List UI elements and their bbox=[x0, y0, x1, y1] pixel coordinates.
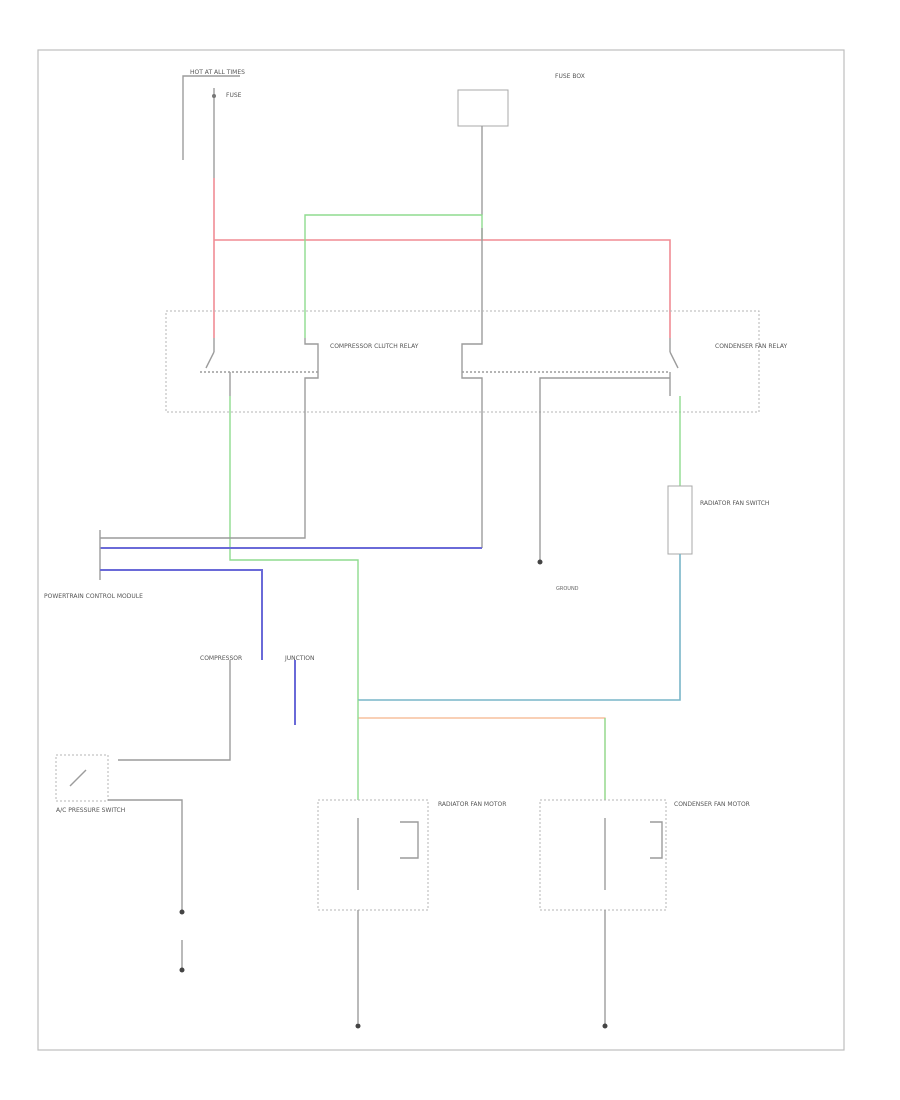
label-radiator-fan-switch: RADIATOR FAN SWITCH bbox=[700, 500, 769, 507]
green-wire-left-drop bbox=[229, 396, 359, 700]
gray-wire-left-drop bbox=[100, 396, 306, 539]
orange-wire bbox=[358, 717, 606, 800]
label-compressor-clutch-relay: COMPRESSOR CLUTCH RELAY bbox=[330, 343, 419, 350]
condenser-fan-motor: CONDENSER FAN MOTOR bbox=[539, 799, 750, 1029]
ground-symbol-right-bottom-icon bbox=[602, 1023, 608, 1029]
fuse-box-top: FUSE BOX bbox=[457, 73, 585, 215]
condenser-fan-relay: CONDENSER FAN RELAY bbox=[461, 338, 787, 396]
label-ac-pressure-switch: A/C PRESSURE SWITCH bbox=[56, 807, 125, 814]
ground-symbol-center-bottom-icon bbox=[355, 1023, 361, 1029]
label-pcm: POWERTRAIN CONTROL MODULE bbox=[44, 593, 143, 600]
radiator-fan-switch: RADIATOR FAN SWITCH bbox=[667, 396, 769, 555]
powertrain-control-module: POWERTRAIN CONTROL MODULE bbox=[44, 530, 263, 660]
ac-pressure-switch: A/C PRESSURE SWITCH bbox=[55, 754, 185, 973]
red-wire-bus bbox=[214, 239, 671, 338]
cyan-wire bbox=[358, 554, 681, 701]
hot-at-all-times-bracket: HOT AT ALL TIMES FUSE bbox=[182, 69, 245, 178]
label-junction: JUNCTION bbox=[284, 655, 314, 662]
label-ground: GROUND bbox=[556, 586, 579, 592]
label-fuse-top: FUSE bbox=[226, 92, 242, 99]
relay-box-outline bbox=[165, 310, 760, 413]
ground-symbol-center-icon bbox=[537, 559, 543, 565]
label-compressor: COMPRESSOR bbox=[200, 655, 242, 662]
label-radiator-fan-motor: RADIATOR FAN MOTOR bbox=[438, 801, 506, 808]
label-fuse-box: FUSE BOX bbox=[555, 73, 585, 80]
green-wire-top bbox=[304, 214, 483, 338]
label-condenser-fan-relay: CONDENSER FAN RELAY bbox=[715, 343, 787, 350]
radiator-fan-motor: RADIATOR FAN MOTOR bbox=[317, 799, 506, 1029]
diagram-frame bbox=[37, 49, 845, 1051]
compressor-clutch-relay: COMPRESSOR CLUTCH RELAY bbox=[200, 338, 419, 396]
ground-symbol-left-bottom-icon bbox=[179, 967, 185, 973]
compressor-junction: JUNCTION COMPRESSOR bbox=[118, 655, 314, 761]
label-condenser-fan-motor: CONDENSER FAN MOTOR bbox=[674, 801, 750, 808]
ground-symbol-left-top-icon bbox=[179, 909, 185, 915]
label-hot-at-all-times: HOT AT ALL TIMES bbox=[190, 69, 245, 76]
